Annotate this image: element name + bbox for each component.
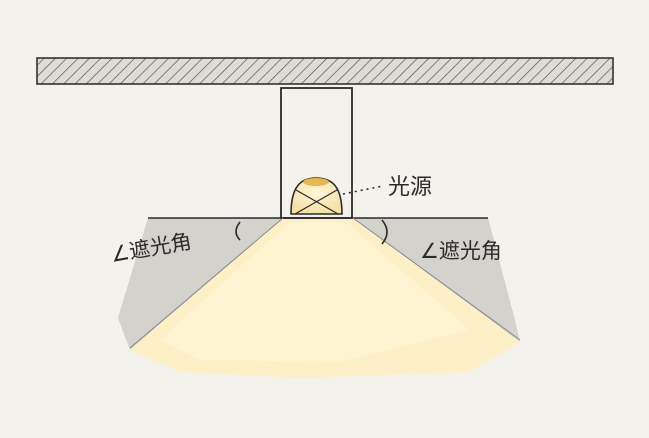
- lamp-ray-2: [294, 189, 338, 215]
- lamp-top-highlight: [303, 178, 329, 186]
- light-source-leader: [342, 185, 384, 195]
- beam-edge-right: [352, 217, 521, 341]
- light-source-label: 光源: [388, 175, 432, 200]
- angle-arc-left: [235, 221, 241, 241]
- light-beam-core: [160, 222, 470, 362]
- shading-angle-label-right: ∠遮光角: [420, 239, 502, 263]
- beam-edge-left: [129, 217, 284, 349]
- shadow-zone-left: [118, 218, 283, 350]
- ceiling-slab: [36, 57, 614, 85]
- angle-arc-right: [381, 219, 388, 245]
